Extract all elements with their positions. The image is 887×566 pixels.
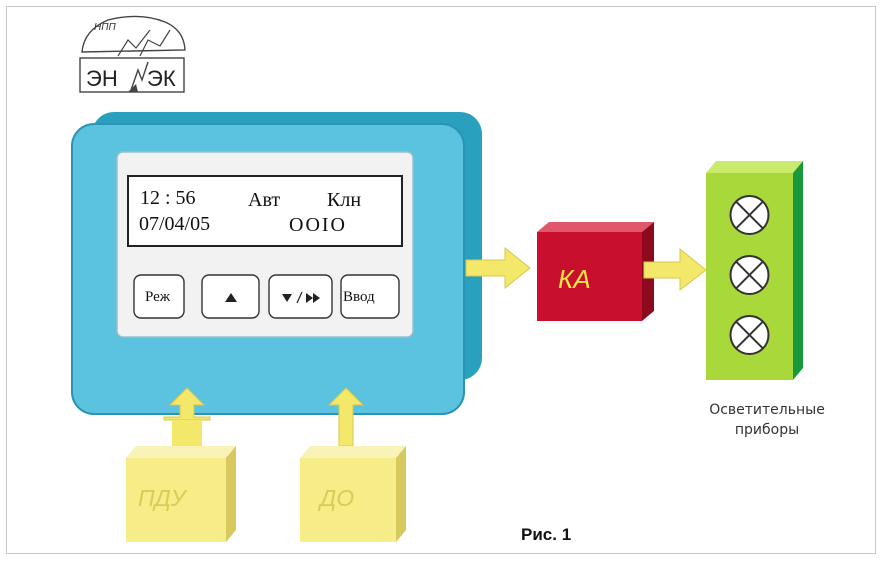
logo-en-text: ЭН bbox=[86, 66, 118, 91]
down-arrow-icon bbox=[282, 294, 292, 302]
lamp-panel bbox=[706, 161, 803, 380]
lcd-date: 07/04/05 bbox=[139, 213, 211, 235]
contactor-ka bbox=[537, 222, 654, 321]
up-arrow-icon bbox=[225, 293, 237, 302]
logo-arrow-icon bbox=[128, 84, 138, 92]
lcd-time: 12 : 56 bbox=[140, 187, 196, 209]
mode-key bbox=[133, 274, 185, 319]
lamps-label: Осветительные приборы bbox=[709, 402, 825, 438]
input-pdu bbox=[126, 387, 236, 542]
lamp-icon bbox=[729, 195, 770, 235]
lcd-mode: Авт bbox=[248, 189, 281, 211]
do-label: ДО bbox=[320, 485, 355, 511]
lamp-icon bbox=[729, 315, 770, 355]
figure-caption: Рис. 1 bbox=[521, 525, 572, 544]
logo-ray bbox=[139, 29, 171, 57]
input-do bbox=[300, 387, 406, 542]
contactor-label: КА bbox=[558, 264, 591, 294]
enter-key bbox=[340, 274, 400, 319]
enter-key-label: Ввод bbox=[343, 289, 375, 305]
controller-unit bbox=[71, 112, 482, 415]
lamp-icon bbox=[729, 255, 770, 295]
logo-ek-text: ЭК bbox=[147, 66, 176, 91]
logo-dome bbox=[81, 15, 186, 53]
lcd-state: Клн bbox=[327, 189, 362, 211]
lcd-display bbox=[127, 175, 403, 247]
logo-bolt-icon bbox=[130, 61, 149, 91]
pdu-label: ПДУ bbox=[138, 485, 186, 511]
mode-key-label: Реж bbox=[145, 289, 171, 305]
arrow-to-contactor bbox=[465, 246, 531, 290]
logo-npp-text: НПП bbox=[94, 22, 116, 33]
next-icon-2 bbox=[313, 293, 320, 303]
next-icon-1 bbox=[306, 293, 313, 303]
lcd-relay-states: OOIO bbox=[289, 214, 347, 236]
logo bbox=[79, 15, 186, 93]
arrow-to-lamps bbox=[643, 247, 707, 292]
logo-lightning bbox=[117, 29, 151, 57]
